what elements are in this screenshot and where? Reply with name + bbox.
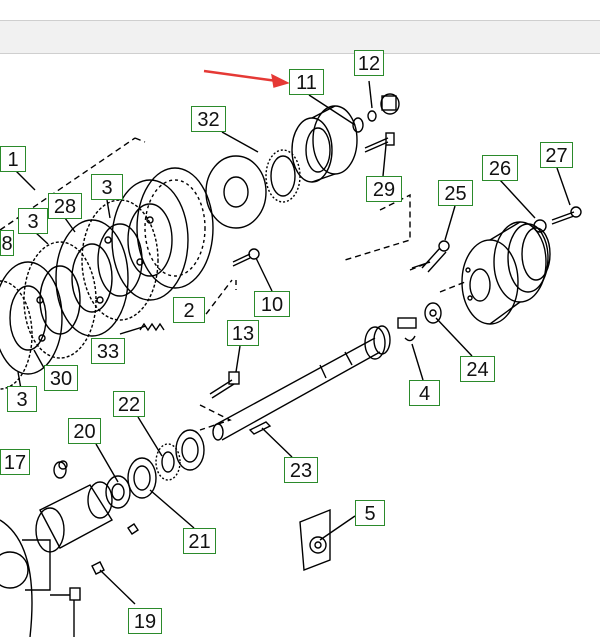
part-label-3c[interactable]: 3 xyxy=(7,386,37,412)
part-label-25[interactable]: 25 xyxy=(438,180,473,206)
window-top-strip xyxy=(0,0,600,20)
part-label-28[interactable]: 28 xyxy=(48,193,82,219)
part-label-1[interactable]: 1 xyxy=(0,146,26,172)
part-label-26[interactable]: 26 xyxy=(482,155,518,181)
part-label-32[interactable]: 32 xyxy=(191,106,226,132)
part-label-12[interactable]: 12 xyxy=(354,50,384,76)
part-label-2[interactable]: 2 xyxy=(173,297,205,323)
part-label-8[interactable]: 8 xyxy=(0,230,14,256)
part-label-22[interactable]: 22 xyxy=(113,391,145,417)
part-label-10[interactable]: 10 xyxy=(254,291,290,317)
part-label-20[interactable]: 20 xyxy=(68,418,101,444)
part-label-27[interactable]: 27 xyxy=(540,142,573,168)
part-label-21[interactable]: 21 xyxy=(183,528,216,554)
part-label-11[interactable]: 11 xyxy=(289,69,324,95)
clutch-drum-11 xyxy=(291,105,358,183)
pointer-arrow-icon xyxy=(203,69,290,88)
part-label-3b[interactable]: 3 xyxy=(18,208,48,234)
part-label-3a[interactable]: 3 xyxy=(91,174,123,200)
part-label-5[interactable]: 5 xyxy=(355,500,385,526)
part-label-23[interactable]: 23 xyxy=(284,457,318,483)
part-label-4[interactable]: 4 xyxy=(409,380,440,406)
part-label-24[interactable]: 24 xyxy=(460,356,495,382)
part-label-13[interactable]: 13 xyxy=(227,320,259,346)
part-label-19[interactable]: 19 xyxy=(128,608,162,634)
pulley xyxy=(461,221,551,325)
bearing-set xyxy=(105,429,205,509)
main-shaft xyxy=(212,317,417,441)
clutch-plate-stack xyxy=(0,167,214,390)
part-label-29[interactable]: 29 xyxy=(366,176,402,202)
toolbar xyxy=(0,20,600,54)
exploded-parts-diagram xyxy=(0,69,582,637)
part-label-17[interactable]: 17 xyxy=(0,449,30,475)
part-label-33[interactable]: 33 xyxy=(91,338,125,364)
part-label-30[interactable]: 30 xyxy=(44,365,78,391)
gear-housing xyxy=(0,460,139,637)
